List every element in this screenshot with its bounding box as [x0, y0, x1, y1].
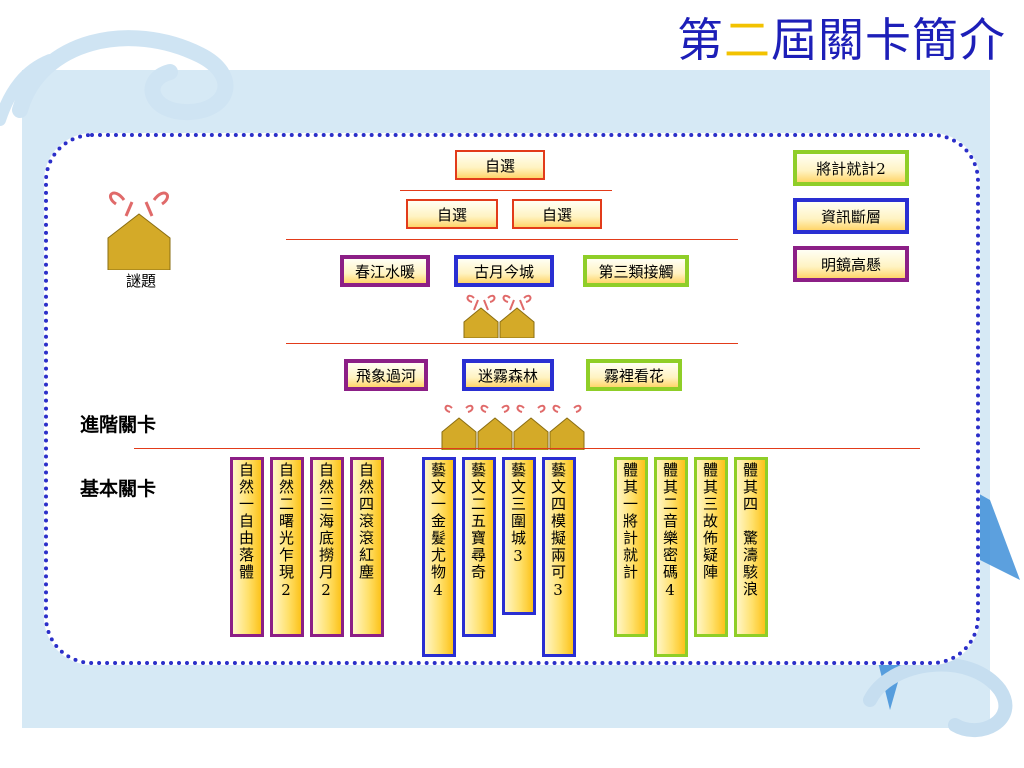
- level-box-flowers-fog[interactable]: 霧裡看花: [586, 359, 682, 391]
- self-select-right[interactable]: 自選: [512, 199, 602, 229]
- column-nature-2[interactable]: 自然二曙光乍現2: [270, 457, 304, 637]
- column-nature-4[interactable]: 自然四滾滾紅塵: [350, 457, 384, 637]
- self-select-left[interactable]: 自選: [406, 199, 498, 229]
- divider-line-3: [286, 343, 738, 344]
- column-arts-4[interactable]: 藝文四模擬兩可3: [542, 457, 576, 657]
- level-box-mist-forest[interactable]: 迷霧森林: [462, 359, 554, 391]
- legend-box-purple: 明鏡高懸: [793, 246, 909, 282]
- level-box-third-contact[interactable]: 第三類接觸: [583, 255, 689, 287]
- divider-line-2: [286, 239, 738, 240]
- legend-box-green: 將計就計2: [793, 150, 909, 186]
- house-group-icon: [441, 404, 585, 450]
- column-sport-4[interactable]: 體其四 驚濤駭浪: [734, 457, 768, 637]
- riddle-house-icon: [107, 191, 171, 270]
- column-sport-3[interactable]: 體其三故佈疑陣: [694, 457, 728, 637]
- house-pair-icon: [463, 294, 535, 338]
- legend-box-blue: 資訊斷層: [793, 198, 909, 234]
- page-title: 第二屆關卡簡介: [677, 13, 1006, 67]
- level-box-guyue[interactable]: 古月今城: [454, 255, 554, 287]
- advanced-level-label: 進階關卡: [80, 414, 157, 436]
- main-divider: [134, 448, 920, 449]
- column-sport-2[interactable]: 體其二音樂密碼4: [654, 457, 688, 657]
- level-box-elephant[interactable]: 飛象過河: [344, 359, 428, 391]
- column-nature-3[interactable]: 自然三海底撈月2: [310, 457, 344, 637]
- riddle-label: 謎題: [126, 272, 157, 290]
- level-box-chunjiang[interactable]: 春江水暖: [340, 255, 430, 287]
- basic-level-label: 基本關卡: [80, 478, 157, 500]
- divider-line-1: [400, 190, 612, 191]
- swirl-decoration-bottom-right: [863, 657, 1013, 737]
- column-arts-3[interactable]: 藝文三圍城3: [502, 457, 536, 615]
- column-arts-1[interactable]: 藝文一金髮尤物4: [422, 457, 456, 657]
- self-select-top[interactable]: 自選: [455, 150, 545, 180]
- swirl-decoration-top-left: [0, 30, 234, 126]
- column-arts-2[interactable]: 藝文二五寶尋奇: [462, 457, 496, 637]
- column-nature-1[interactable]: 自然一自由落體: [230, 457, 264, 637]
- column-sport-1[interactable]: 體其一將計就計: [614, 457, 648, 637]
